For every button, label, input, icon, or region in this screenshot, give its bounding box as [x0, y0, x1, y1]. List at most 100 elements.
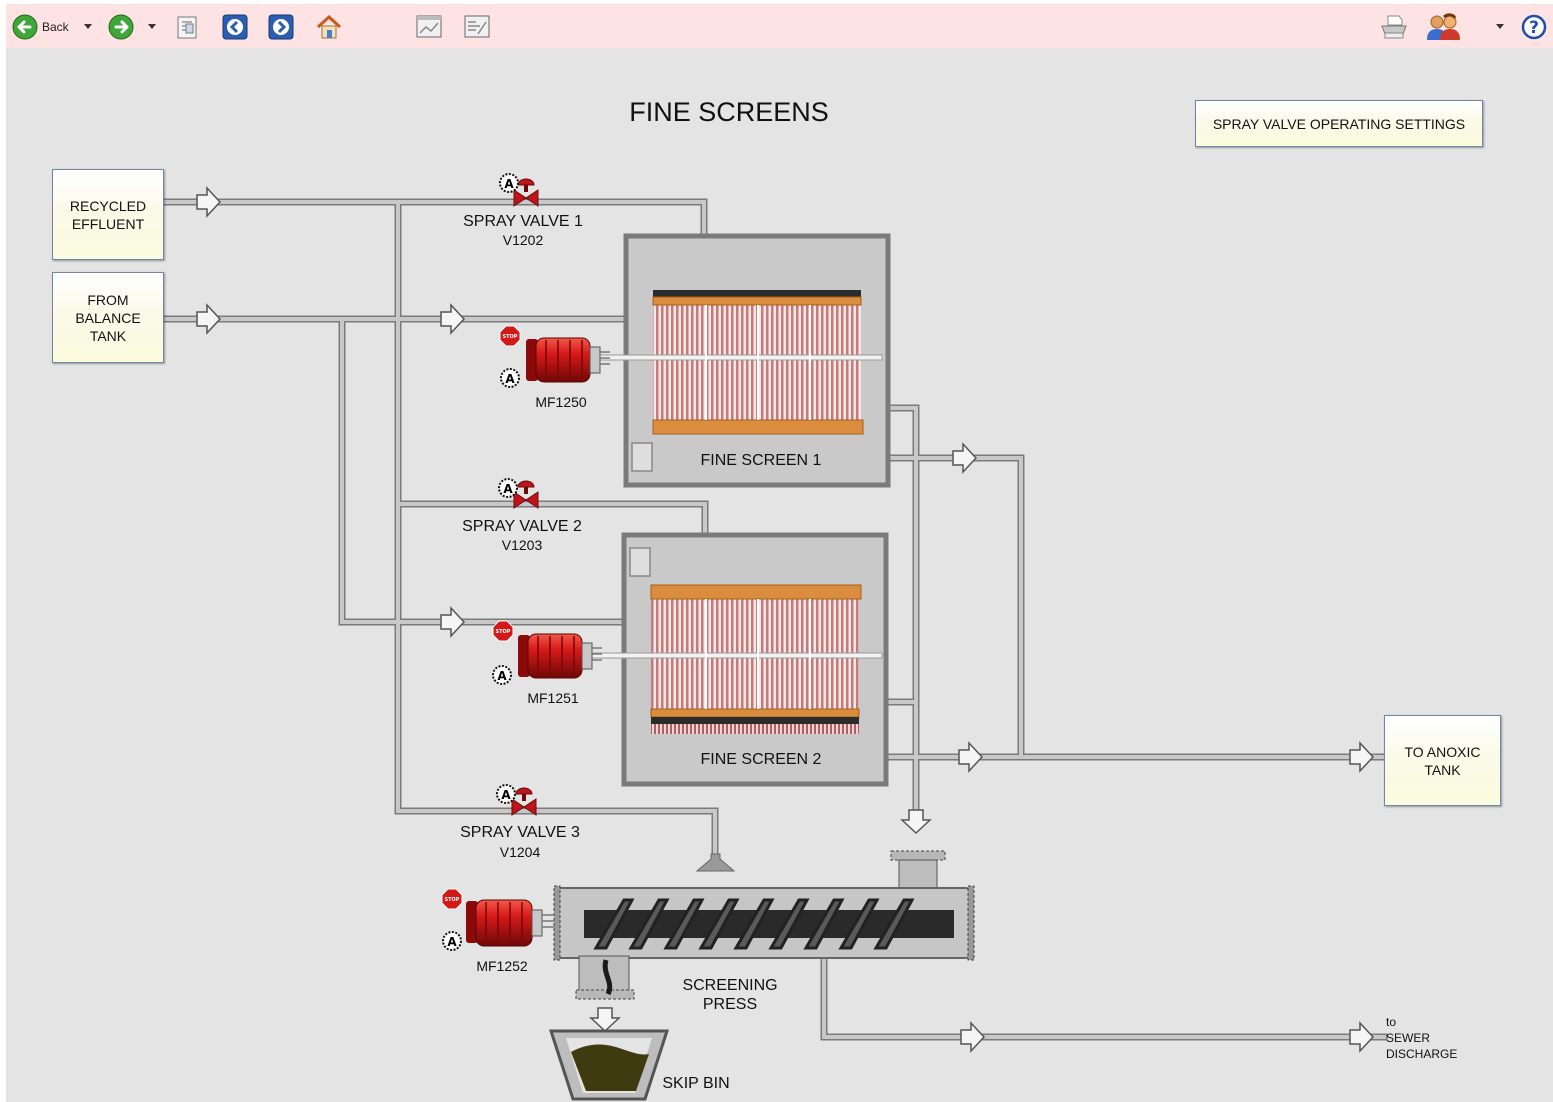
motor-3-mode: A [447, 935, 457, 949]
home-button[interactable] [314, 13, 344, 41]
press-label-line2: PRESS [702, 996, 758, 1013]
trend-button[interactable] [462, 13, 492, 41]
toolbar: Back ? [6, 4, 1553, 48]
forward-arrow-icon [108, 14, 134, 40]
back-button[interactable]: Back [12, 13, 82, 41]
anoxic-label-line2: TANK [1424, 761, 1461, 778]
spray-valve-2[interactable] [513, 480, 539, 509]
motor-3-status: STOP [445, 897, 460, 903]
stop-sign-icon: STOP [441, 888, 463, 910]
spray-valve-settings-label: SPRAY VALVE OPERATING SETTINGS [1212, 115, 1466, 132]
fine-screen-2-label: FINE SCREEN 2 [700, 751, 822, 768]
auto-mode-icon: A [492, 665, 512, 685]
recycled-label-line1: RECYCLED [69, 197, 147, 214]
stop-sign-icon: STOP [499, 325, 521, 347]
flow-arrow [960, 1021, 986, 1053]
flow-arrow [952, 442, 978, 474]
valve-3-mode: A [501, 788, 511, 802]
screening-press[interactable] [553, 850, 975, 1000]
sewer-label-line2: SEWER [1386, 1031, 1431, 1045]
balance-tank-source[interactable]: FROM BALANCE TANK [52, 272, 164, 363]
sewer-label-line1: to [1386, 1015, 1397, 1029]
motor-mf1251[interactable] [518, 633, 602, 679]
chart-window-icon [416, 15, 442, 38]
motor-2-mode: A [497, 669, 507, 683]
stop-indicators: STOP STOP STOP [441, 325, 521, 910]
flow-arrow [196, 186, 222, 218]
valve-2-name: SPRAY VALVE 2 [462, 518, 582, 535]
chart-window-button[interactable] [414, 13, 444, 41]
auto-mode-icon: A [442, 931, 462, 951]
printer-icon [1381, 15, 1407, 39]
spray-valve-settings-button[interactable]: SPRAY VALVE OPERATING SETTINGS [1195, 100, 1483, 147]
auto-indicators: A A A A A A [442, 173, 520, 951]
forward-history-dropdown[interactable] [146, 13, 158, 41]
back-history-dropdown[interactable] [82, 13, 94, 41]
back-arrow-icon [12, 14, 38, 40]
auto-mode-icon: A [500, 368, 520, 388]
sewer-label-line3: DISCHARGE [1386, 1047, 1458, 1061]
flow-arrow [958, 741, 984, 773]
users-button[interactable] [1424, 13, 1464, 41]
valve-1-tag: V1202 [502, 232, 544, 248]
screening-press-label: SCREENING PRESS [670, 976, 790, 1014]
spray-valve-3[interactable] [511, 787, 537, 816]
flow-arrow [1349, 1021, 1375, 1053]
fine-screen-2[interactable] [591, 532, 889, 787]
forward-button[interactable] [106, 13, 136, 41]
balance-label-line3: TANK [89, 327, 127, 344]
dropdown-arrow-icon [148, 24, 156, 29]
next-page-button[interactable] [266, 13, 296, 41]
recycled-label-line2: EFFLUENT [71, 215, 145, 232]
anoxic-tank-destination[interactable]: TO ANOXIC TANK [1384, 715, 1501, 806]
previous-page-button[interactable] [220, 13, 250, 41]
fine-screen-1-label: FINE SCREEN 1 [700, 452, 822, 469]
document-button[interactable] [172, 13, 202, 41]
flow-arrow [1349, 741, 1375, 773]
motor-3-tag: MF1252 [476, 958, 528, 974]
next-page-icon [268, 14, 294, 40]
motor-1-tag: MF1250 [535, 394, 587, 410]
valve-1-name: SPRAY VALVE 1 [463, 213, 583, 230]
users-icon [1427, 13, 1460, 40]
balance-label-line2: BALANCE [75, 309, 141, 326]
valve-2-mode: A [503, 482, 513, 496]
motor-1-mode: A [505, 372, 515, 386]
pipes [160, 198, 1388, 1041]
spray-valve-1[interactable] [513, 178, 539, 207]
stop-sign-icon: STOP [492, 620, 514, 642]
process-canvas: A A A A A A STOP STOP STOP FINE SCREENS … [6, 48, 1553, 1102]
press-label-line1: SCREENING [682, 977, 778, 994]
document-icon [177, 16, 197, 39]
flow-arrow [196, 303, 222, 335]
flow-arrow [900, 809, 932, 835]
flow-arrow [440, 303, 466, 335]
valve-3-tag: V1204 [499, 844, 541, 860]
recycled-effluent-source[interactable]: RECYCLED EFFLUENT [52, 169, 164, 260]
help-button[interactable]: ? [1520, 13, 1548, 41]
trend-icon [464, 15, 490, 38]
flow-arrow [589, 1007, 621, 1033]
motor-2-tag: MF1251 [527, 690, 579, 706]
valve-1-mode: A [504, 177, 514, 191]
motor-mf1252[interactable] [466, 899, 554, 947]
process-diagram: A A A A A A STOP STOP STOP [160, 173, 1388, 1101]
flow-arrow [440, 606, 466, 638]
motor-1-status: STOP [503, 334, 518, 340]
anoxic-label-line1: TO ANOXIC [1404, 743, 1481, 760]
auto-mode-icon: A [496, 784, 516, 804]
svg-text:?: ? [1529, 18, 1539, 38]
auto-mode-icon: A [499, 173, 519, 193]
motor-mf1250[interactable] [526, 337, 610, 383]
back-label: Back [42, 20, 69, 34]
valve-3-name: SPRAY VALVE 3 [460, 824, 580, 841]
balance-label-line1: FROM [87, 291, 129, 308]
users-dropdown[interactable] [1494, 13, 1506, 41]
skip-bin-label: SKIP BIN [662, 1075, 730, 1092]
skip-bin[interactable] [548, 1029, 670, 1101]
previous-page-icon [222, 14, 248, 40]
fine-screen-1[interactable] [599, 233, 891, 488]
print-button[interactable] [1378, 13, 1410, 41]
dropdown-arrow-icon [1496, 24, 1504, 29]
help-icon: ? [1521, 14, 1547, 40]
